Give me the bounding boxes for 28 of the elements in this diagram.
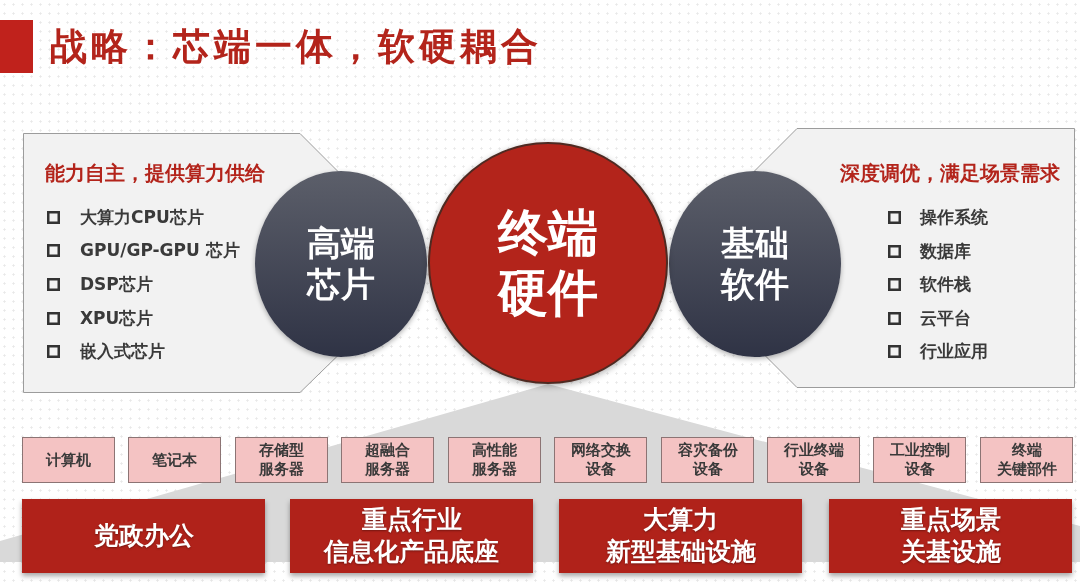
category-box: 计算机	[22, 437, 115, 483]
list-item: 数据库	[920, 240, 971, 262]
scenario-banner: 党政办公	[22, 499, 265, 573]
list-item: DSP芯片	[80, 273, 153, 295]
list-item: 嵌入式芯片	[80, 340, 165, 362]
category-box: 容灾备份设备	[661, 437, 754, 483]
scenario-banner: 大算力新型基础设施	[559, 499, 802, 573]
category-box: 高性能服务器	[448, 437, 541, 483]
list-item: 云平台	[920, 307, 971, 329]
category-box: 行业终端设备	[767, 437, 860, 483]
scenario-banner: 重点行业信息化产品底座	[290, 499, 533, 573]
category-box: 终端关键部件	[980, 437, 1073, 483]
panel-heading: 深度调优，满足场景需求	[840, 160, 1060, 186]
list-item: 软件栈	[920, 273, 971, 295]
title: 战略：芯端一体，软硬耦合	[50, 24, 542, 70]
category-box: 网络交换设备	[554, 437, 647, 483]
circle-node: 基础软件	[669, 171, 841, 357]
list-item: 大算力CPU芯片	[80, 206, 204, 228]
scenario-banner: 重点场景关基设施	[829, 499, 1072, 573]
list-item: 操作系统	[920, 206, 988, 228]
category-box: 存储型服务器	[235, 437, 328, 483]
list-item: GPU/GP-GPU 芯片	[80, 239, 240, 261]
category-box: 笔记本	[128, 437, 221, 483]
list-item: XPU芯片	[80, 307, 154, 329]
hub-circle: 终端硬件	[428, 142, 668, 384]
category-box: 工业控制设备	[873, 437, 966, 483]
list-item: 行业应用	[920, 340, 988, 362]
category-box: 超融合服务器	[341, 437, 434, 483]
